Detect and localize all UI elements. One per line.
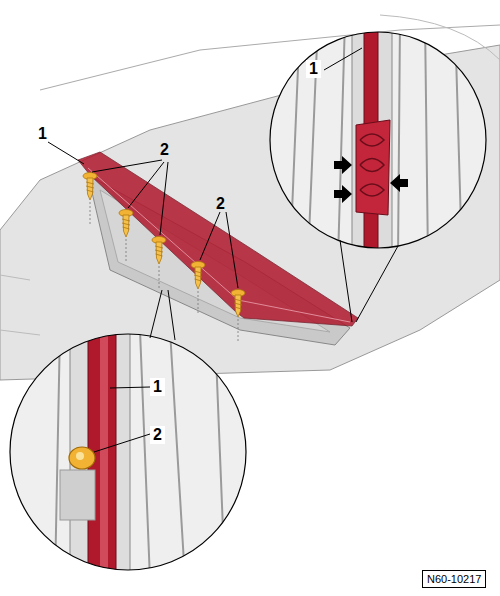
callout-number: 2 [216, 196, 225, 212]
callout-number: 1 [306, 60, 321, 78]
figure-number-box: N60-10217 [422, 570, 486, 588]
callout-number: 1 [150, 378, 165, 396]
callout-number: 2 [160, 142, 169, 158]
figure-number: N60-10217 [427, 573, 481, 585]
callout-number: 1 [38, 126, 47, 142]
callout-number: 2 [150, 426, 165, 444]
